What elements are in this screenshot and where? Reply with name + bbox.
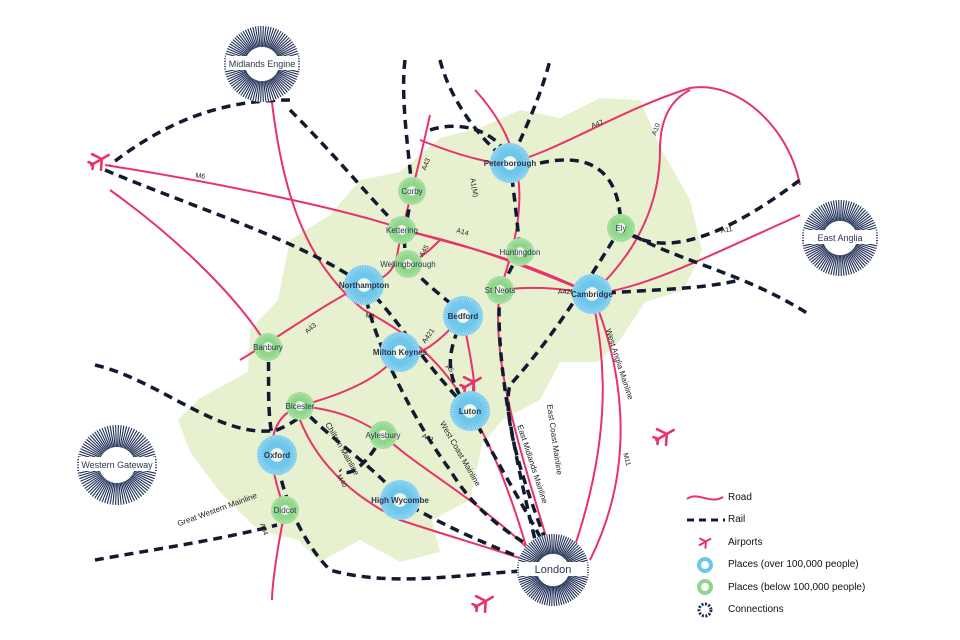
connection-label: East Anglia: [817, 233, 862, 243]
road-label: A41: [421, 433, 435, 445]
connection-label: Western Gateway: [81, 460, 153, 470]
place-kettering[interactable]: Kettering: [386, 216, 418, 244]
place-peterborough[interactable]: Peterborough: [484, 143, 537, 183]
road-label: M1: [365, 312, 376, 321]
place-small-icon: [682, 579, 728, 596]
road-label: A1(M): [468, 178, 478, 198]
place-bedford[interactable]: Bedford: [443, 296, 483, 336]
place-wellingborough[interactable]: Wellingborough: [380, 250, 436, 278]
road-label: A428: [558, 289, 574, 296]
connection-western-gateway[interactable]: Western Gateway: [77, 425, 157, 505]
place-banbury[interactable]: Banbury: [253, 333, 283, 361]
legend-label: Places (over 100,000 people): [728, 559, 859, 571]
region-land: [178, 98, 702, 562]
place-huntingdon[interactable]: Huntingdon: [500, 238, 541, 266]
place-st-neots[interactable]: St Neots: [485, 276, 516, 304]
legend-label: Airports: [728, 536, 763, 548]
road-label: A47: [590, 119, 604, 130]
airports: [87, 152, 675, 614]
connection-london[interactable]: London: [517, 534, 589, 606]
legend-label: Rail: [728, 514, 746, 526]
legend-item: Road: [682, 486, 865, 509]
place-label: St Neots: [485, 286, 516, 295]
road-line: [682, 491, 728, 503]
place-label: Huntingdon: [500, 248, 541, 257]
road-label: A43: [421, 157, 432, 171]
place-ely[interactable]: Ely: [607, 214, 635, 242]
place-label: Luton: [459, 407, 481, 416]
place-oxford[interactable]: Oxford: [257, 435, 297, 475]
place-cambridge[interactable]: Cambridge: [571, 274, 613, 314]
place-label: Northampton: [339, 281, 389, 290]
place-label: Bicester: [286, 402, 315, 411]
place-label: High Wycombe: [371, 496, 429, 505]
road-label: A10: [651, 122, 662, 136]
place-luton[interactable]: Luton: [450, 391, 490, 431]
place-label: Kettering: [386, 226, 418, 235]
place-label: Oxford: [264, 451, 290, 460]
place-label: Wellingborough: [380, 260, 435, 269]
road-label: A5: [444, 363, 455, 374]
airplane-icon: [87, 152, 110, 172]
place-label: Bedford: [448, 312, 479, 321]
legend-item: Places (over 100,000 people): [682, 554, 865, 577]
legend-label: Road: [728, 491, 752, 503]
road-label: A14: [455, 228, 469, 238]
airplane-icon: [682, 534, 728, 550]
place-didcot[interactable]: Didcot: [271, 496, 299, 524]
road-label: M11: [621, 452, 631, 467]
legend-label: Places (below 100,000 people): [728, 581, 866, 593]
connection-label: Midlands Engine: [229, 59, 296, 69]
road-label: A11: [720, 226, 733, 235]
legend-item: Rail: [682, 509, 865, 532]
place-label: Ely: [615, 224, 626, 233]
connection-east-anglia[interactable]: East Anglia: [802, 200, 878, 276]
connection-icon: [682, 602, 728, 618]
rail-label: East Coast Mainline: [545, 404, 564, 476]
place-high-wycombe[interactable]: High Wycombe: [371, 480, 429, 520]
legend-item: Places (below 100,000 people): [682, 576, 865, 599]
road-label: M6: [195, 172, 206, 180]
place-label: Banbury: [253, 343, 283, 352]
airplane-icon: [471, 594, 494, 614]
airplane-icon: [652, 427, 675, 447]
connection-midlands-engine[interactable]: Midlands Engine: [224, 26, 300, 102]
legend-item: Connections: [682, 599, 865, 622]
place-label: Cambridge: [571, 290, 613, 299]
rail-dash: [682, 514, 728, 526]
place-corby[interactable]: Corby: [398, 177, 426, 205]
place-large-icon: [682, 556, 728, 573]
place-label: Corby: [401, 187, 422, 196]
airplane-icon: [459, 375, 482, 395]
place-label: Milton Keynes: [373, 348, 428, 357]
road-label: A34: [258, 522, 269, 536]
place-label: Didcot: [274, 506, 297, 515]
place-aylesbury[interactable]: Aylesbury: [366, 421, 401, 449]
legend-label: Connections: [728, 604, 784, 616]
connection-label: London: [535, 564, 572, 576]
legend-item: Airports: [682, 531, 865, 554]
places: PeterboroughCorbyKetteringWellingborough…: [253, 143, 635, 524]
place-label: Aylesbury: [366, 431, 401, 440]
place-milton-keynes[interactable]: Milton Keynes: [373, 332, 428, 372]
place-bicester[interactable]: Bicester: [286, 392, 315, 420]
place-label: Peterborough: [484, 159, 537, 168]
place-northampton[interactable]: Northampton: [339, 265, 389, 305]
